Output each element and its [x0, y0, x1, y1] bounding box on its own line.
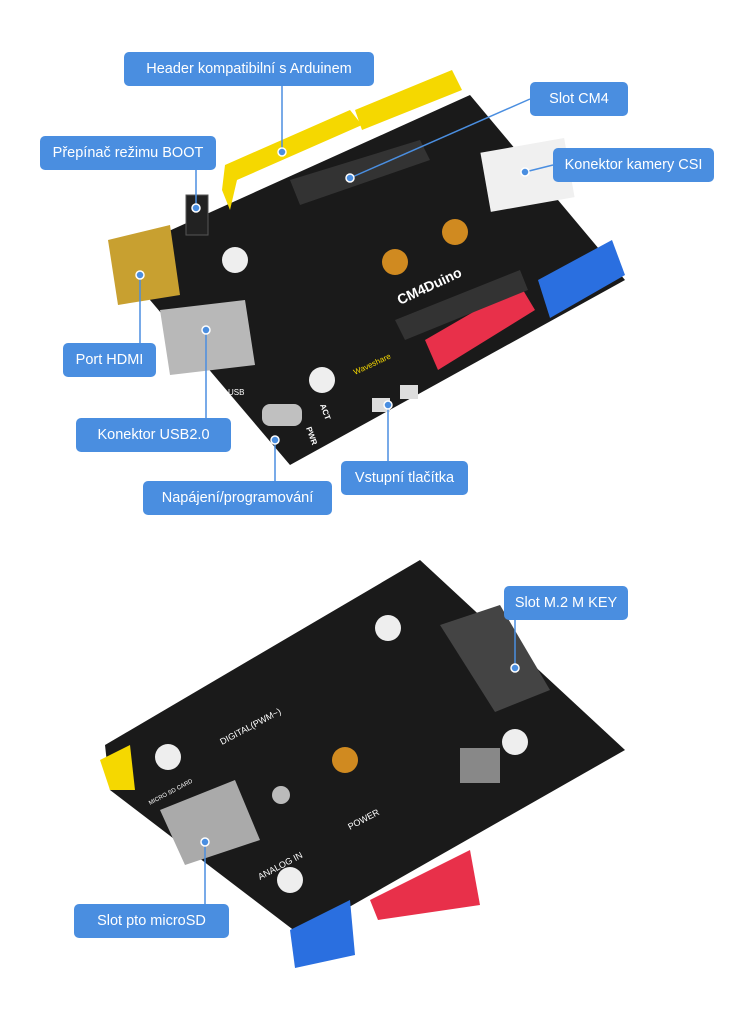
cm4-slot: [290, 140, 430, 205]
callout-usb: Konektor USB2.0: [76, 418, 231, 452]
mounting-hole: [382, 249, 408, 275]
usb-c-port: [262, 404, 302, 426]
m2-connector-top: [395, 270, 528, 340]
leader-lines: [135, 86, 554, 904]
mounting-hole: [502, 729, 528, 755]
mounting-hole: [442, 219, 468, 245]
standoff: [272, 786, 290, 804]
mounting-hole: [332, 747, 358, 773]
yellow-header-left: [222, 110, 362, 210]
hdmi-port: [108, 225, 180, 305]
blue-header: [538, 240, 625, 318]
yellow-header-edge: [100, 745, 135, 790]
callout-power: Napájení/programování: [143, 481, 332, 515]
red-header: [425, 285, 535, 370]
mounting-hole: [375, 615, 401, 641]
callout-m2-slot: Slot M.2 M KEY: [504, 586, 628, 620]
callout-arduino-header: Header kompatibilní s Arduinem: [124, 52, 374, 86]
callout-csi-connector: Konektor kamery CSI: [553, 148, 714, 182]
mounting-hole: [277, 867, 303, 893]
yellow-header-right: [355, 70, 462, 130]
callout-microsd: Slot pto microSD: [74, 904, 229, 938]
microsd-slot: [160, 780, 260, 865]
blue-header-edge: [290, 900, 355, 968]
callout-boot-switch: Přepínač režimu BOOT: [40, 136, 216, 170]
m2-slot: [440, 605, 550, 712]
usb-text: USB: [228, 388, 244, 397]
button: [400, 385, 418, 399]
usb-port: [160, 300, 255, 375]
red-header-edge: [370, 850, 480, 920]
boot-switch: [185, 194, 209, 236]
mounting-hole: [222, 247, 248, 273]
mounting-hole: [155, 744, 181, 770]
callout-hdmi: Port HDMI: [63, 343, 156, 377]
mounting-hole: [309, 367, 335, 393]
inductor: [460, 748, 500, 783]
callout-buttons: Vstupní tlačítka: [341, 461, 468, 495]
bottom-board: DIGITAL(PWM~) POWER ANALOG IN MICRO SD C…: [100, 560, 625, 968]
top-board: CM4Duino Waveshare USB PWR ACT: [108, 70, 625, 465]
callout-cm4-slot: Slot CM4: [530, 82, 628, 116]
